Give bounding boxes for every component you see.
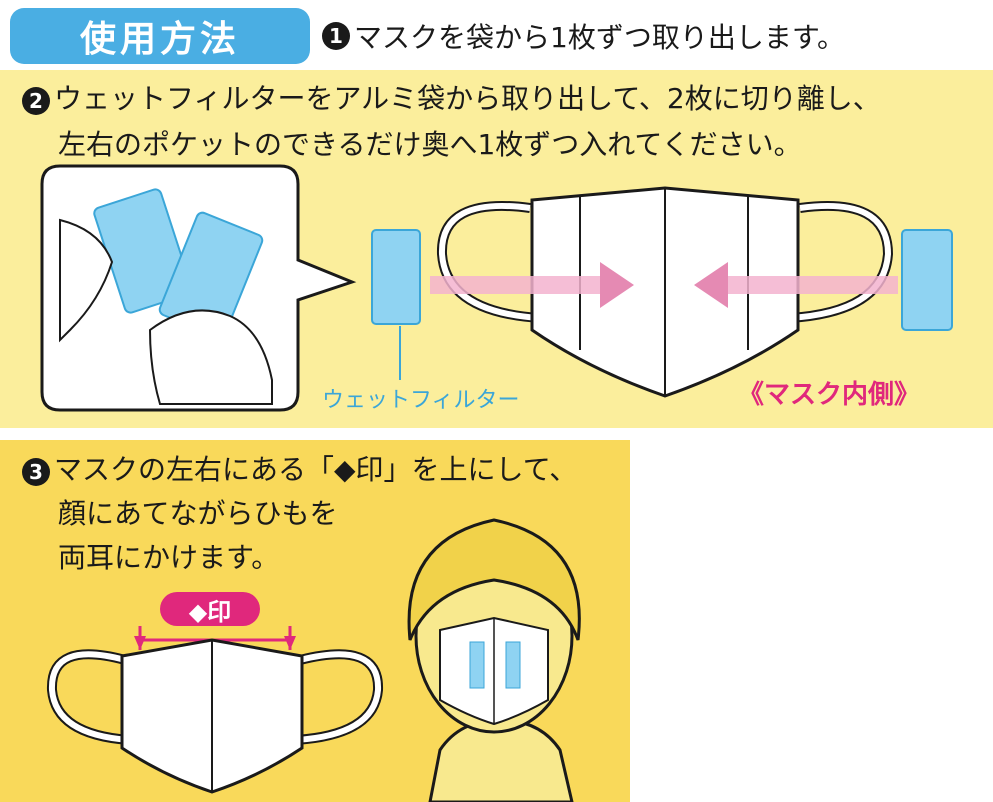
step-2-number: 2 [22, 87, 50, 115]
step-3-line-3: 両耳にかけます。 [58, 541, 280, 574]
wet-filter-right-illustration [901, 229, 953, 331]
insert-arrow-left [430, 262, 634, 308]
diamond-mark-badge: ◆印 [160, 592, 260, 626]
wet-filter-left-illustration [371, 229, 421, 380]
step-1: 1 マスクを袋から1枚ずつ取り出します。 [322, 14, 845, 58]
step-3-number: 3 [22, 458, 50, 486]
mask-inside-label: 《マスク内側》 [738, 380, 921, 410]
step-1-number: 1 [322, 22, 350, 50]
diamond-mark-label: ◆印 [188, 597, 232, 626]
mask-front-illustration [46, 626, 384, 794]
mask-inside-illustration [436, 186, 894, 398]
step-1-text: マスクを袋から1枚ずつ取り出します。 [354, 21, 846, 54]
step-3-line-2: 顔にあてながらひもを [58, 497, 338, 530]
step-2-line-2: 左右のポケットのできるだけ奥へ1枚ずつ入れてください。 [58, 128, 802, 161]
hands-inset-illustration [40, 164, 357, 412]
step-3-line-1: マスクの左右にある「◆印」を上にして、 [54, 453, 578, 486]
insert-arrow-right [694, 262, 898, 308]
section-title-text: 使用方法 [79, 19, 240, 60]
step-2-line-1: ウェットフィルターをアルミ袋から取り出して、2枚に切り離し、 [54, 82, 881, 115]
section-title: 使用方法 [10, 8, 310, 64]
face-illustration [407, 518, 581, 802]
wet-filter-label: ウェットフィルター [322, 388, 520, 413]
